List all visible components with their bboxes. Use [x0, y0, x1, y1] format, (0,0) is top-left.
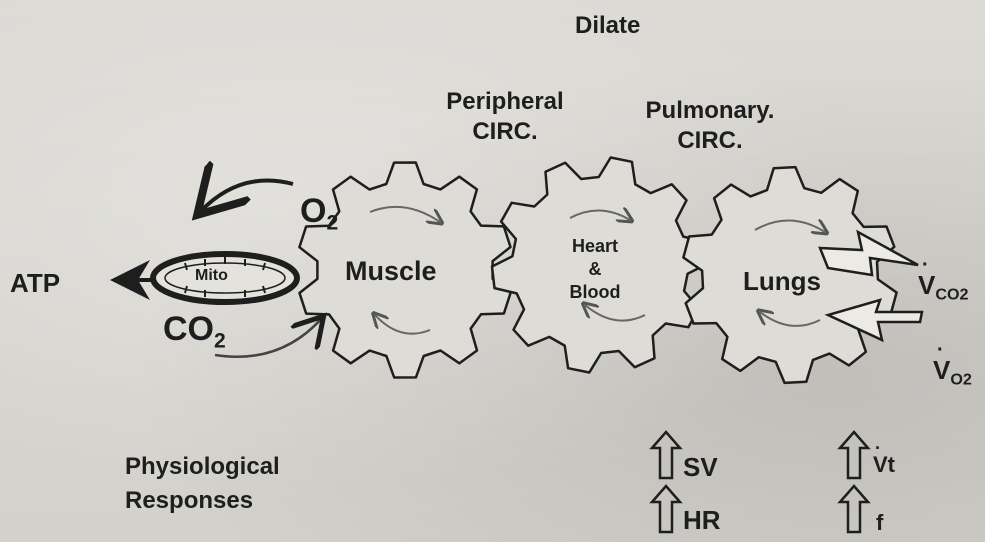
vo2-label: ·VO2 — [933, 355, 972, 390]
dilate-label: Dilate — [575, 12, 640, 40]
up-arrow-icon — [652, 432, 680, 478]
up-arrow-icon — [840, 486, 868, 532]
responses-line: Responses — [125, 484, 280, 518]
co2-text: CO — [163, 310, 214, 348]
atp-label: ATP — [10, 268, 60, 299]
pulmonary-line1: Pulmonary. — [625, 96, 795, 126]
o2-text: O — [300, 192, 326, 230]
frequency-label: f — [876, 510, 883, 536]
o2-curved-arrow-icon — [200, 181, 293, 213]
up-arrow-icon — [840, 432, 868, 478]
heart-line2: & — [560, 258, 630, 281]
peripheral-line2: CIRC. — [420, 117, 590, 147]
stroke-volume-label: SV — [683, 452, 718, 483]
peripheral-circulation-label: Peripheral CIRC. — [420, 87, 590, 147]
vo2-dot: · — [937, 339, 944, 362]
pulmonary-line2: CIRC. — [625, 126, 795, 156]
heart-blood-gear-label: Heart & Blood — [560, 235, 630, 304]
vco2-subscript: CO2 — [935, 286, 968, 304]
o2-subscript: 2 — [326, 211, 338, 234]
o2-label: O2 — [300, 192, 338, 235]
peripheral-line1: Peripheral — [420, 87, 590, 117]
co2-label: CO2 — [163, 310, 226, 353]
heart-line3: Blood — [560, 281, 630, 304]
mito-label: Mito — [195, 267, 228, 285]
tidal-volume-label: ·Vt — [873, 452, 895, 478]
lungs-gear-label: Lungs — [743, 266, 821, 297]
vco2-label: ·VCO2 — [918, 270, 968, 305]
physiological-responses-label: Physiological Responses — [125, 450, 280, 517]
muscle-gear-label: Muscle — [345, 256, 437, 287]
up-arrow-icon — [652, 486, 680, 532]
vco2-dot: · — [922, 254, 929, 277]
physiological-line: Physiological — [125, 450, 280, 484]
co2-subscript: 2 — [214, 329, 226, 352]
vt-dot: · — [875, 438, 881, 459]
co2-curved-arrow-icon — [215, 318, 322, 357]
heart-rate-label: HR — [683, 505, 721, 536]
pulmonary-circulation-label: Pulmonary. CIRC. — [625, 96, 795, 156]
heart-line1: Heart — [560, 235, 630, 258]
vo2-subscript: O2 — [950, 371, 972, 389]
